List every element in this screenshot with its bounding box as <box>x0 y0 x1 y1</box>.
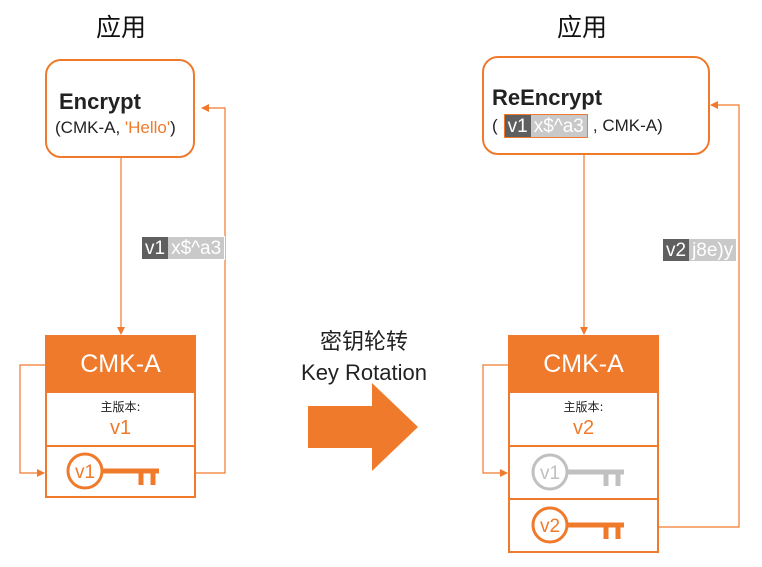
right-cmk-box: CMK-A 主版本: v2 v1 v2 <box>508 335 659 553</box>
right-loop-arrow <box>482 364 509 477</box>
right-arg-open: ( <box>492 116 498 135</box>
right-return-version: v2 <box>663 239 690 261</box>
right-primary-version: v2 <box>572 417 595 439</box>
left-op-args: (CMK-A, 'Hello') <box>55 118 176 138</box>
key-icon: v2 <box>531 506 624 544</box>
left-arg-hello: 'Hello' <box>124 118 171 137</box>
left-key-version-label: v1 <box>75 462 95 483</box>
left-cmk-name: CMK-A <box>47 337 194 391</box>
left-loop-arrow <box>19 364 46 477</box>
right-arg-close: , CMK-A) <box>592 116 663 135</box>
right-app-title: 应用 <box>557 13 608 42</box>
key-icon: v1 <box>66 452 159 490</box>
right-cmk-name: CMK-A <box>510 337 657 391</box>
left-encrypt-box: Encrypt (CMK-A, 'Hello') <box>45 59 195 158</box>
right-op-name: ReEncrypt <box>492 85 603 110</box>
rotation-label-cn: 密钥轮转 <box>319 330 408 355</box>
left-primary-label: 主版本: <box>100 400 141 414</box>
right-input-ciphertext: x$^a3 <box>530 115 587 137</box>
key-icon-inactive: v1 <box>531 453 624 491</box>
left-primary-version: v1 <box>109 417 132 439</box>
left-primary-version-row: 主版本: v1 <box>47 391 194 445</box>
rotation-label-en: Key Rotation <box>301 360 427 385</box>
right-key-v1-label: v1 <box>540 463 560 484</box>
left-app-title: 应用 <box>96 13 147 42</box>
left-cmk-box: CMK-A 主版本: v1 v1 <box>45 335 196 498</box>
left-op-name: Encrypt <box>59 89 141 114</box>
left-return-version: v1 <box>142 237 169 259</box>
right-key-row-v1: v1 <box>510 445 657 498</box>
left-key-row-v1: v1 <box>47 445 194 496</box>
rotation-arrow <box>308 383 418 471</box>
right-primary-version-row: 主版本: v2 <box>510 391 657 445</box>
left-arg-close: ) <box>170 118 176 137</box>
right-input-version: v1 <box>504 115 531 137</box>
right-primary-label: 主版本: <box>563 400 604 414</box>
right-key-row-v2: v2 <box>510 498 657 551</box>
left-return-arrow <box>196 104 226 474</box>
right-return-ciphertext: j8e)y <box>689 239 737 261</box>
right-return-arrow <box>659 101 740 528</box>
left-return-ciphertext: x$^a3 <box>168 237 225 259</box>
left-arg-open: (CMK-A, <box>55 118 125 137</box>
right-key-v2-label: v2 <box>540 516 560 537</box>
